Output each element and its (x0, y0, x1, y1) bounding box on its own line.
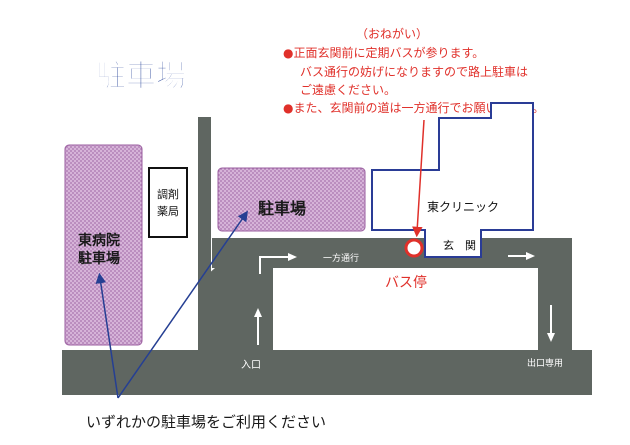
one-way-label: 一方通行 (323, 252, 359, 264)
road-diagonal-connector (198, 268, 245, 352)
one-way-arrow-left (259, 256, 290, 274)
page-title: 駐車場 (96, 59, 186, 94)
arrow-to-parking-lot (117, 210, 248, 399)
pharmacy-label-1: 調剤 (157, 187, 179, 201)
east-hospital-parking: 東病院 駐車場 (64, 144, 143, 346)
entry-label: 入口 (241, 360, 261, 371)
notice-line-3: ご遠慮ください。 (300, 82, 396, 97)
exit-only-label: 出口専用 (527, 357, 563, 369)
entrance-label: 玄 関 (443, 238, 476, 252)
roads (62, 117, 592, 395)
notice: （おねがい） ●正面玄関前に定期バスが参ります。 バス通行の妨げになりますので路… (283, 26, 544, 115)
parking-lot: 駐車場 (217, 167, 366, 232)
bus-stop: バス停 (385, 119, 427, 291)
bus-stop-marker (404, 238, 424, 258)
arrow-to-east-hospital-parking (95, 272, 119, 399)
parking-lot-label: 駐車場 (258, 199, 306, 218)
pharmacy-label-2: 薬局 (157, 205, 179, 218)
east-hospital-parking-label-2: 駐車場 (78, 250, 120, 267)
notice-line-4: ●また、玄関前の道は一方通行でお願いします。 (283, 100, 544, 115)
bus-stop-label: バス停 (385, 274, 427, 291)
notice-header: （おねがい） (356, 26, 428, 41)
notice-line-1: ●正面玄関前に定期バスが参ります。 (283, 45, 484, 60)
east-clinic: 東クリニック 玄 関 (371, 102, 534, 258)
east-hospital-parking-label-1: 東病院 (78, 232, 120, 249)
road-upper (212, 238, 572, 268)
footer-instruction: いずれかの駐車場をご利用ください (86, 413, 326, 431)
footer-arrows (95, 210, 248, 399)
road-arrows (254, 252, 555, 345)
notice-line-2: バス通行の妨げになりますので路上駐車は (300, 64, 528, 79)
road-right-vertical (538, 238, 572, 354)
pharmacy: 調剤 薬局 (148, 167, 188, 238)
road-bottom (62, 350, 592, 395)
clinic-label: 東クリニック (427, 200, 499, 214)
